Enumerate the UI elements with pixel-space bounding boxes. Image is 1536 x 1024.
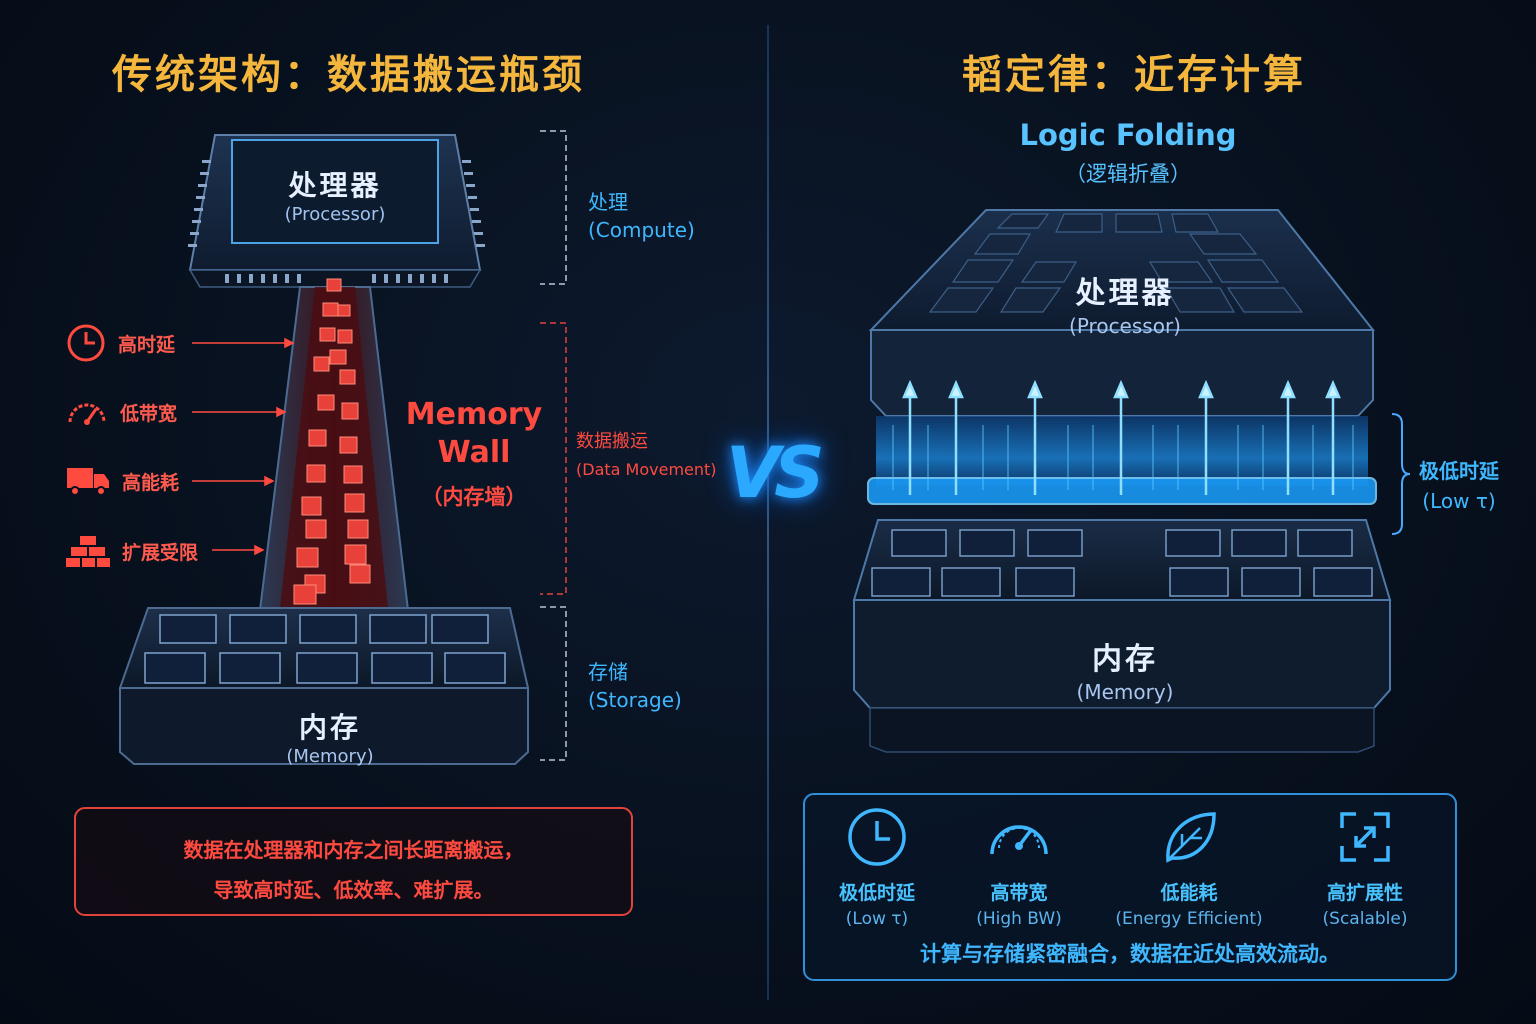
left-processor-label: 处理器 (Processor) — [284, 169, 386, 225]
left-processor-chip — [188, 134, 485, 288]
issue-scalability: 扩展受限 — [66, 534, 198, 568]
movement-label: 数据搬运(Data Movement) — [576, 431, 717, 479]
data-movement-bus — [258, 278, 410, 611]
right-memory-block — [852, 519, 1392, 753]
leaf-icon — [1166, 812, 1216, 863]
right-summary-box — [803, 793, 1457, 981]
right-title: 韬定律：近存计算 — [962, 52, 1306, 98]
feature-energy-efficient: 低能耗 (Energy Efficient) — [1104, 806, 1274, 929]
left-summary-text: 数据在处理器和内存之间长距离搬运， 导致高时延、低效率、难扩展。 — [183, 838, 524, 902]
clock-icon — [848, 808, 906, 866]
movement-bracket — [540, 322, 567, 595]
left-summary-box — [74, 807, 633, 916]
gauge-icon — [68, 403, 106, 425]
memory-wall-label: Memory Wall （内存墙） — [405, 397, 543, 509]
expand-icon — [1340, 812, 1390, 862]
gauge-icon — [990, 825, 1048, 855]
issue-energy: 高能耗 — [66, 464, 179, 498]
compute-bracket — [540, 130, 567, 285]
truck-icon — [67, 468, 109, 496]
vs-label: VS — [726, 432, 825, 514]
left-title: 传统架构：数据搬运瓶颈 — [112, 52, 585, 98]
bricks-icon — [66, 536, 110, 567]
clock-icon — [67, 324, 105, 362]
right-memory-label: 内存 (Memory) — [1076, 642, 1174, 704]
storage-bracket — [540, 606, 567, 761]
center-divider — [767, 25, 769, 1000]
left-diagram — [74, 130, 633, 916]
near-memory-interconnect — [867, 379, 1377, 505]
left-memory-block — [118, 607, 530, 765]
latency-bracket — [1391, 413, 1411, 535]
storage-label: 存储(Storage) — [588, 660, 682, 712]
compute-label: 处理(Compute) — [588, 190, 695, 242]
right-diagram — [803, 209, 1457, 981]
issue-latency: 高时延 — [66, 323, 175, 363]
right-summary-text: 计算与存储紧密融合，数据在近处高效流动。 — [920, 942, 1340, 966]
left-memory-label: 内存 (Memory) — [286, 711, 374, 767]
right-processor-block — [868, 209, 1376, 417]
right-processor-label: 处理器 (Processor) — [1069, 276, 1181, 338]
latency-label: 极低时延 (Low τ) — [1419, 459, 1499, 513]
feature-scalable: 高扩展性 (Scalable) — [1280, 806, 1450, 929]
feature-high-bandwidth: 高带宽 (High BW) — [934, 806, 1104, 929]
issue-bandwidth: 低带宽 — [66, 392, 177, 432]
logic-folding-label: Logic Folding （逻辑折叠） — [1019, 118, 1237, 186]
feature-low-latency: 极低时延 (Low τ) — [792, 806, 962, 929]
